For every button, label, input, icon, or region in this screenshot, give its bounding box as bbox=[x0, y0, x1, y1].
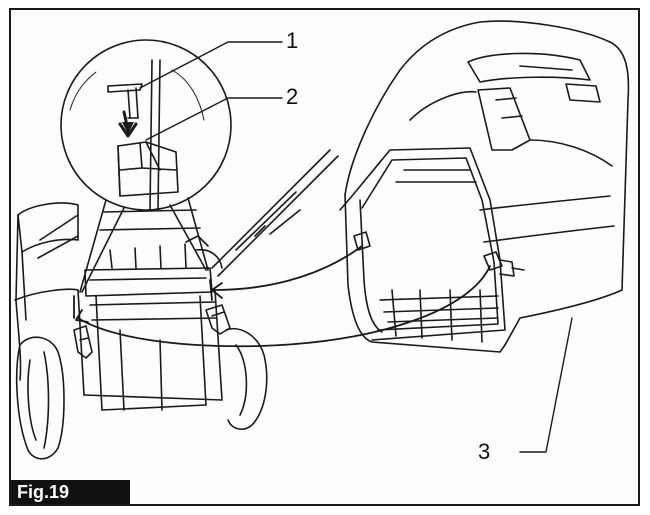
catch-bar bbox=[107, 83, 143, 93]
upper-arrow-curve bbox=[213, 245, 363, 291]
mower-body bbox=[14, 149, 339, 460]
callout-2: 2 bbox=[286, 84, 299, 109]
callout-leaders bbox=[139, 41, 573, 453]
leader-1 bbox=[139, 41, 283, 89]
leader-2 bbox=[145, 97, 283, 141]
left-hook bbox=[73, 325, 93, 359]
left-peg bbox=[353, 231, 371, 251]
callout-1: 1 bbox=[286, 28, 299, 53]
figure-label: Fig.19 bbox=[11, 480, 130, 504]
handle-bar bbox=[211, 149, 331, 269]
detail-magnifier bbox=[60, 39, 232, 293]
grass-collection-box bbox=[339, 20, 630, 353]
right-hook bbox=[205, 304, 231, 335]
callout-3: 3 bbox=[478, 439, 491, 464]
carry-handle bbox=[467, 52, 591, 83]
assembly-arrows bbox=[73, 245, 491, 348]
leader-3 bbox=[519, 317, 573, 453]
lower-arrow-curve bbox=[77, 265, 491, 348]
rear-wheel bbox=[15, 336, 65, 460]
